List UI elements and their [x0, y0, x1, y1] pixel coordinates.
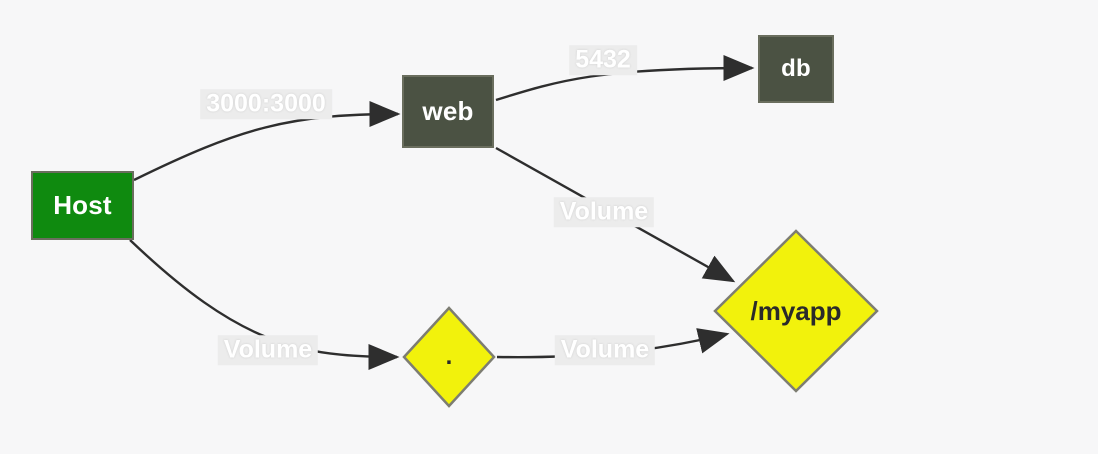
edge-host-web: [133, 101, 401, 182]
node-volume-dot-label: .: [445, 343, 453, 370]
node-db-label: db: [781, 55, 811, 82]
node-host: Host: [31, 171, 134, 240]
node-volume-dot: .: [402, 306, 496, 408]
diamond-polygon: [402, 306, 496, 408]
node-web: web: [402, 75, 494, 148]
edge-label-web-db-port: 5432: [569, 45, 637, 75]
node-host-label: Host: [53, 190, 112, 220]
node-volume-myapp: /myapp: [713, 229, 879, 393]
node-db: db: [758, 35, 834, 103]
diamond-shape: [713, 229, 879, 393]
edge-web-db: [495, 55, 755, 102]
edge-label-host-web-ports: 3000:3000: [200, 89, 332, 119]
diamond-polygon: [713, 229, 879, 393]
edge-label-host-dot-volume: Volume: [217, 335, 319, 365]
node-volume-myapp-label: /myapp: [750, 295, 842, 326]
edge-label-dot-myapp-volume: Volume: [554, 335, 656, 365]
edge-label-web-myapp-volume: Volume: [553, 197, 655, 227]
node-web-label: web: [422, 96, 474, 126]
diamond-shape: [402, 306, 496, 408]
